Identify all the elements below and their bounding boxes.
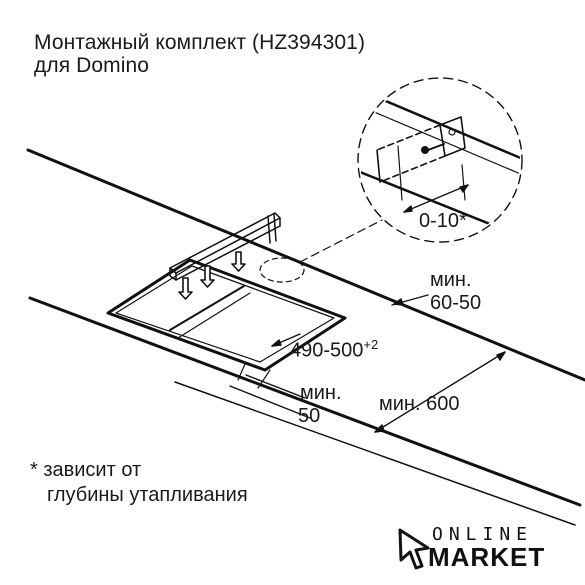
label-min-front: мин. [300, 382, 342, 404]
diagram-subtitle: для Domino [34, 54, 150, 77]
label-min-top-value: 60-50 [430, 292, 482, 314]
dimension-min-50 [229, 363, 311, 419]
detail-callout-small [259, 257, 305, 283]
down-arrow-icon [178, 251, 246, 300]
logo-text-bottom: MARKET [428, 542, 546, 572]
dimension-min-600 [374, 351, 506, 433]
online-market-logo: ONLINE MARKET [398, 522, 548, 574]
diagram-title: Монтажный комплект (HZ394301) [34, 31, 366, 54]
footnote-line1: * зависит от [30, 459, 142, 481]
label-min-depth: мин. 600 [379, 393, 460, 415]
cutout-width-value: 490-500 [290, 339, 364, 362]
countertop-front-top-edge [28, 296, 582, 507]
logo-text-top: ONLINE [432, 524, 534, 545]
dimension-490-500 [271, 333, 301, 347]
countertop-back-edge [26, 148, 585, 382]
detail-leader-line [299, 219, 383, 263]
footnote-line2: глубины утапливания [47, 484, 248, 506]
mounting-rail [169, 212, 281, 281]
detail-view [360, 86, 520, 240]
countertop-front-bottom-edge [174, 381, 576, 526]
detail-callout-large [357, 77, 523, 243]
label-min-front-value: 50 [298, 405, 321, 427]
dimension-min-60-50 [391, 294, 429, 306]
label-cutout-width: 490-500+2 [290, 334, 378, 362]
label-min-top: мин. [430, 269, 472, 291]
cutout-width-tolerance: +2 [363, 337, 379, 352]
dimension-0-10 [403, 184, 469, 213]
label-range-small: 0-10* [419, 210, 467, 232]
logo-cursor-icon [398, 528, 430, 570]
cutout [106, 258, 347, 372]
